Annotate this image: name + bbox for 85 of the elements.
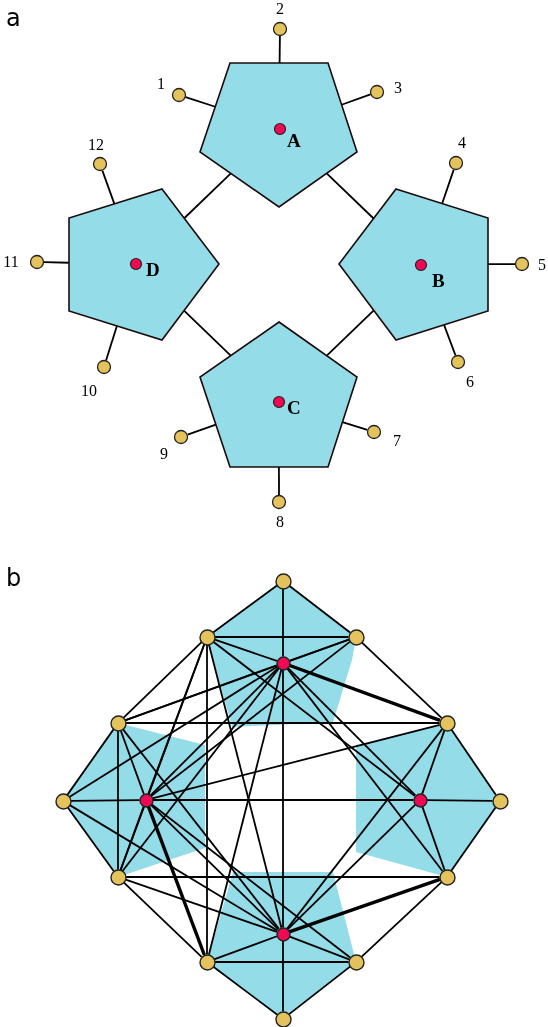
connector-line [147,643,206,795]
connector-line [151,723,441,800]
pentagon-label: D [146,260,160,279]
connector-line [421,805,446,871]
connector-line [68,804,279,932]
connector-line [450,728,497,796]
connector-line [124,638,350,722]
connector-line [450,806,497,872]
connector-line [149,666,280,797]
pin-number: 7 [393,433,401,449]
connector-line [122,881,203,958]
connector-line [288,935,350,961]
connector-line [69,799,141,802]
connector-line [441,168,455,205]
connector-line [124,876,441,878]
pin-number: 12 [88,137,104,153]
pentagon-label: C [287,398,301,417]
connector-line [288,663,441,722]
connector-line [150,640,351,797]
pin-number: 9 [160,446,168,462]
connector-line [213,636,350,638]
connector-line [151,799,415,801]
connector-line [150,803,351,959]
connector-line [119,729,145,795]
pin-number: 4 [458,135,466,151]
connector-line [212,640,416,797]
connector-line [278,466,280,496]
connector-line [207,668,283,956]
pin-number: 11 [3,254,19,270]
connector-line [183,309,232,357]
connector-line [212,584,278,634]
connector-line [186,423,217,436]
pin-number: 2 [276,1,284,17]
connector-line [66,806,115,872]
connector-line [124,722,441,724]
connector-line [66,728,115,796]
connector-line [149,803,280,931]
connector-line [206,643,208,956]
pentagon-label: B [432,271,445,290]
pin-number: 5 [538,257,546,273]
pin-number: 8 [276,514,284,530]
connector-line [286,666,417,797]
connector-line [119,805,145,871]
connector-line [212,965,278,1016]
connector-line [286,728,444,930]
connector-line [183,172,232,220]
pin-number: 6 [466,374,474,390]
connector-line [360,641,443,719]
connector-line [119,643,206,871]
connector-line [360,881,443,958]
connector-line [282,587,284,658]
connector-line [101,169,116,205]
connector-line [341,421,369,431]
connector-line [288,877,441,934]
connector-line [117,729,119,871]
pin-number: 3 [394,80,402,96]
connector-line [325,309,375,357]
pin-number: 1 [157,76,165,92]
connector-line [286,803,417,931]
connector-line [282,939,284,1013]
connector-line [121,728,280,930]
connector-line [286,667,444,872]
connector-line [105,325,118,362]
connector-line [124,878,278,933]
connector-line [282,668,284,929]
connector-line [288,584,351,634]
connector-line [213,638,278,662]
connector-line [43,261,70,264]
panel-letter: a [6,6,21,30]
connector-line [207,643,283,929]
connector-line [68,665,279,798]
connector-line [146,805,206,956]
connector-line [213,935,278,961]
connector-line [425,799,494,802]
connector-line [443,323,457,357]
connector-line [213,961,350,963]
connector-line [288,965,351,1016]
pin-number: 10 [81,383,97,399]
connector-line [122,641,203,719]
connector-line [325,172,375,220]
pentagon-label: A [287,131,301,150]
panel-letter: b [6,566,22,590]
connector-line [278,35,281,64]
connector-line [421,729,446,795]
connector-line [121,667,280,872]
